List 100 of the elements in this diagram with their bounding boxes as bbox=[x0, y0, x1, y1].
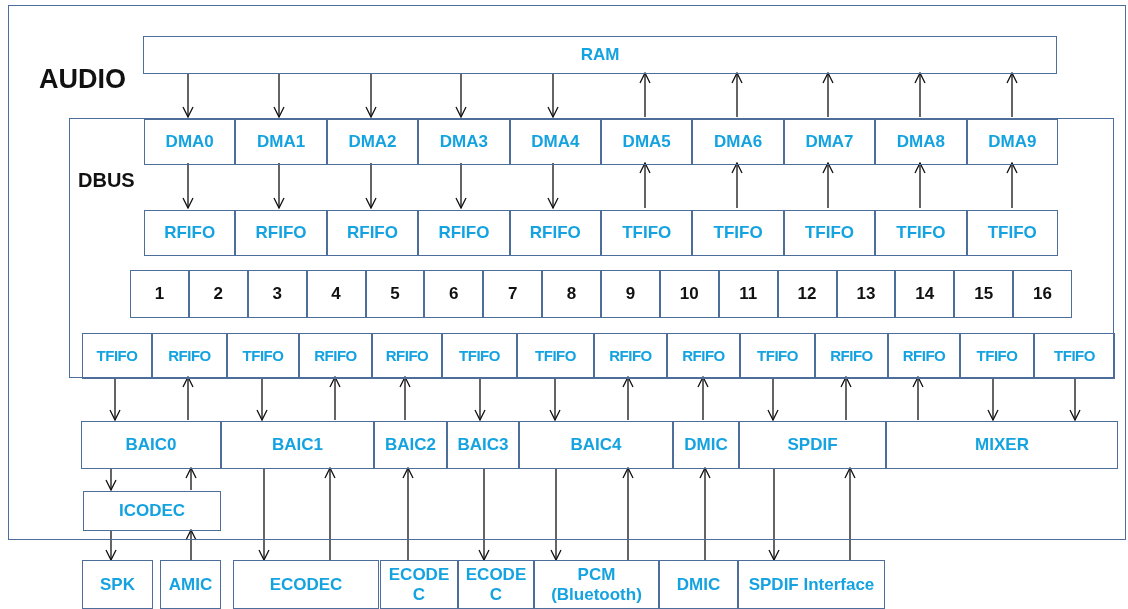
block-label: 7 bbox=[507, 284, 518, 304]
block-box bbox=[692, 119, 784, 165]
block-label: PCM (Bluetooth) bbox=[550, 564, 643, 605]
block-label: 12 bbox=[797, 284, 817, 304]
block-box bbox=[601, 210, 693, 256]
arrow bbox=[622, 467, 634, 561]
block-label: DMIC bbox=[684, 435, 728, 455]
block-label: DMA6 bbox=[714, 132, 763, 152]
group-frame bbox=[69, 118, 1114, 378]
arrow bbox=[622, 376, 634, 421]
block-box bbox=[233, 560, 379, 609]
arrow bbox=[182, 72, 194, 118]
block-box bbox=[542, 270, 601, 318]
block-box bbox=[594, 333, 667, 379]
arrow bbox=[1069, 376, 1081, 421]
group-frame bbox=[8, 5, 1126, 540]
block-box bbox=[221, 421, 374, 469]
block-box bbox=[960, 333, 1034, 379]
block-label: RAM bbox=[580, 45, 620, 65]
block-label: MIXER bbox=[975, 435, 1029, 455]
arrow bbox=[109, 376, 121, 421]
block-box bbox=[738, 560, 885, 609]
block-box bbox=[326, 210, 419, 256]
block-box bbox=[783, 210, 876, 256]
block-label: TFIFO bbox=[535, 347, 576, 365]
block-box bbox=[534, 560, 659, 609]
block-box bbox=[83, 491, 221, 531]
block-box bbox=[875, 210, 967, 256]
block-label: DMA3 bbox=[439, 132, 488, 152]
block-box bbox=[692, 210, 784, 256]
block-box bbox=[875, 119, 967, 165]
block-label: RFIFO bbox=[902, 347, 946, 365]
arrow bbox=[731, 162, 743, 209]
block-label: DMA0 bbox=[165, 132, 214, 152]
block-box bbox=[667, 333, 740, 379]
block-box bbox=[144, 210, 236, 256]
block-label: DMIC bbox=[676, 574, 721, 595]
arrow bbox=[105, 529, 117, 561]
block-box bbox=[739, 421, 886, 469]
block-label: BAIC2 bbox=[385, 435, 436, 455]
block-label: 1 bbox=[154, 284, 165, 304]
block-label: RFIFO bbox=[385, 347, 429, 365]
arrow bbox=[547, 72, 559, 118]
block-label: ECODE C bbox=[387, 564, 451, 605]
block-box bbox=[306, 270, 366, 318]
block-box bbox=[143, 36, 1057, 74]
block-label: 5 bbox=[390, 284, 400, 304]
arrow bbox=[1006, 72, 1018, 118]
block-label: DMA2 bbox=[348, 132, 397, 152]
block-box bbox=[247, 270, 307, 318]
block-box bbox=[659, 560, 738, 609]
block-label: SPDIF Interface bbox=[748, 574, 875, 595]
arrow bbox=[365, 162, 377, 209]
block-label: DMA4 bbox=[531, 132, 580, 152]
arrow bbox=[639, 162, 651, 209]
arrow bbox=[844, 467, 856, 561]
block-box bbox=[235, 119, 327, 165]
block-box bbox=[601, 119, 693, 165]
arrow bbox=[185, 529, 197, 561]
arrow bbox=[699, 467, 711, 561]
block-box bbox=[447, 421, 519, 469]
block-label: 15 bbox=[974, 284, 994, 304]
group-title: AUDIO bbox=[39, 64, 126, 95]
arrow bbox=[474, 376, 486, 421]
block-box bbox=[509, 210, 601, 256]
block-box bbox=[519, 421, 673, 469]
block-label: TFIFO bbox=[976, 347, 1018, 365]
block-label: DMA9 bbox=[988, 132, 1037, 152]
block-box bbox=[418, 119, 510, 165]
block-box bbox=[517, 333, 594, 379]
arrow bbox=[365, 72, 377, 118]
block-label: TFIFO bbox=[804, 223, 855, 243]
block-box bbox=[424, 270, 484, 318]
arrow bbox=[478, 467, 490, 561]
block-label: DMA5 bbox=[622, 132, 671, 152]
block-label: RFIFO bbox=[830, 347, 873, 365]
block-box bbox=[815, 333, 888, 379]
arrow bbox=[1006, 162, 1018, 209]
block-box bbox=[483, 270, 543, 318]
block-label: RFIFO bbox=[438, 223, 490, 243]
block-box bbox=[886, 421, 1118, 469]
block-label: DMA7 bbox=[805, 132, 854, 152]
arrow bbox=[550, 467, 562, 561]
block-label: SPK bbox=[100, 574, 135, 595]
block-label: TFIFO bbox=[1054, 347, 1095, 365]
block-box bbox=[152, 333, 227, 379]
block-label: TFIFO bbox=[242, 347, 284, 365]
block-label: TFIFO bbox=[896, 223, 946, 243]
block-box bbox=[718, 270, 778, 318]
block-label: 14 bbox=[915, 284, 935, 304]
block-box bbox=[418, 210, 510, 256]
block-box bbox=[227, 333, 299, 379]
block-box bbox=[509, 119, 601, 165]
block-box bbox=[81, 421, 221, 469]
block-label: 11 bbox=[739, 284, 758, 304]
arrow bbox=[639, 72, 651, 118]
block-box bbox=[777, 270, 837, 318]
block-label: 2 bbox=[213, 284, 224, 304]
arrow bbox=[273, 72, 285, 118]
block-label: TFIFO bbox=[757, 347, 798, 365]
